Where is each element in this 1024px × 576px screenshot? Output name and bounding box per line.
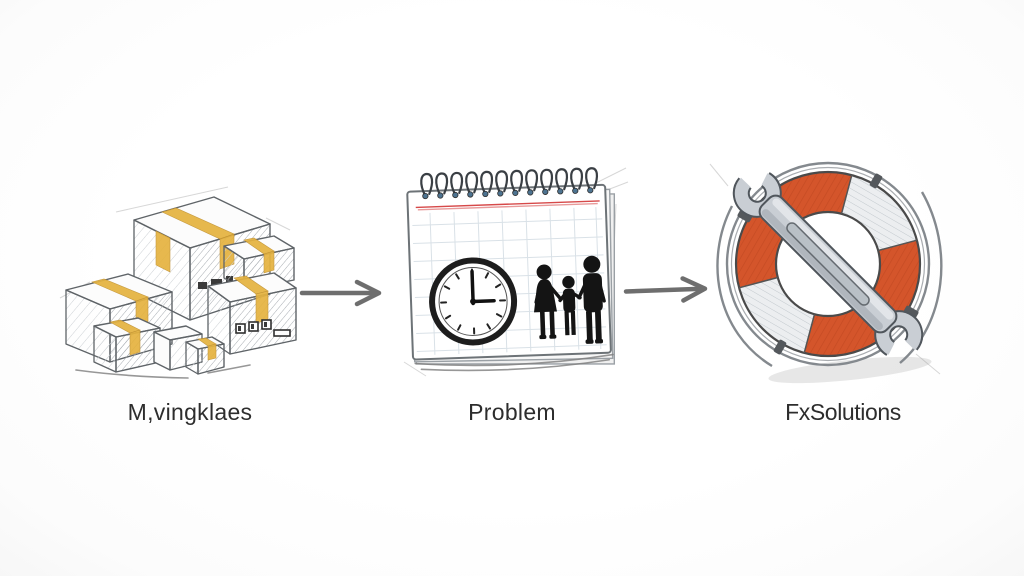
small-box <box>93 317 161 373</box>
child-silhouette <box>558 275 582 336</box>
label-problem: Problem <box>468 399 556 425</box>
arrow-1 <box>299 279 382 307</box>
calendar-illustration <box>403 166 629 377</box>
step-solutions <box>702 144 954 394</box>
clock <box>429 257 518 346</box>
drop-shadow <box>768 356 932 384</box>
lifebuoy-ring <box>734 170 922 358</box>
step-moving-boxes <box>58 166 302 380</box>
hour-hand <box>471 298 496 304</box>
minute-hand <box>470 269 475 306</box>
man-silhouette <box>577 255 606 344</box>
woman-silhouette <box>533 264 563 340</box>
step-problem <box>398 160 630 380</box>
rope <box>716 161 943 368</box>
moving-boxes-illustration <box>59 186 297 379</box>
label-solutions: FxSolutions <box>785 399 901 425</box>
red-header-line <box>415 200 600 211</box>
lifebuoy-wrench-illustration <box>709 161 943 384</box>
label-moving-boxes: M,vingklaes <box>127 399 253 425</box>
family-silhouettes <box>533 255 606 344</box>
stack-bottom-box <box>207 272 297 355</box>
wrench <box>732 168 924 360</box>
calendar-page <box>406 183 612 361</box>
arrow-2 <box>623 276 708 303</box>
tiny-box <box>185 336 225 375</box>
